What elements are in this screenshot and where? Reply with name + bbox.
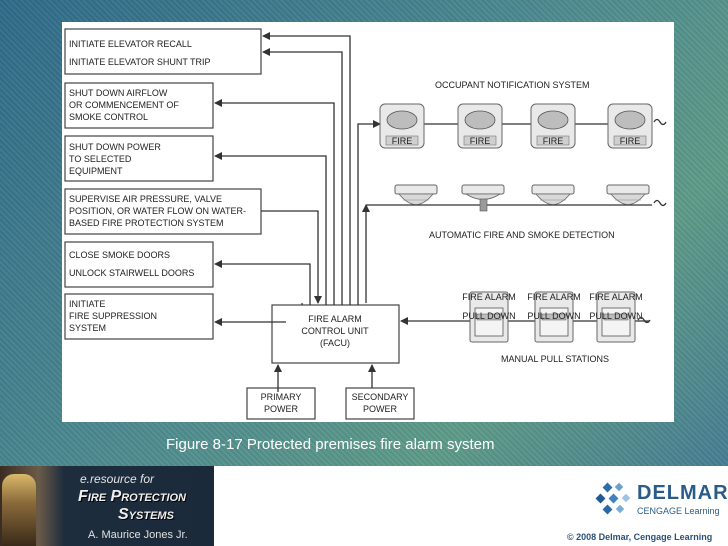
output-box-suppression-line-3: SYSTEM <box>69 323 106 333</box>
slide-footer: e.resource for Fire Protection Systems A… <box>0 466 728 546</box>
secondary-power-line-2: POWER <box>363 404 398 414</box>
output-box-doors: CLOSE SMOKE DOORS UNLOCK STAIRWELL DOORS <box>64 241 214 288</box>
detection-wire-break <box>653 199 667 207</box>
output-box-doors-line-2: UNLOCK STAIRWELL DOORS <box>69 268 194 278</box>
output-box-supervise-line-3: BASED FIRE PROTECTION SYSTEM <box>69 218 224 228</box>
output-box-elevator-line-1: INITIATE ELEVATOR RECALL <box>69 39 192 49</box>
horn-strobe-4: FIRE <box>607 103 653 149</box>
book-author: A. Maurice Jones Jr. <box>88 529 188 541</box>
book-cover-banner: e.resource for Fire Protection Systems A… <box>0 466 214 546</box>
heat-detector <box>461 184 505 212</box>
horn-strobe-1-label: FIRE <box>392 136 413 146</box>
output-box-supervise: SUPERVISE AIR PRESSURE, VALVE POSITION, … <box>64 188 262 235</box>
output-box-power: SHUT DOWN POWER TO SELECTED EQUIPMENT <box>64 135 214 182</box>
output-box-airflow: SHUT DOWN AIRFLOW OR COMMENCEMENT OF SMO… <box>64 82 214 129</box>
secondary-power-box: SECONDARY POWER <box>345 387 415 420</box>
output-box-suppression-line-2: FIRE SUPPRESSION <box>69 311 157 321</box>
pull-stations: FIRE ALARM PULL DOWN FIRE ALARM PULL DOW… <box>462 291 651 343</box>
book-eresource-label: e.resource for <box>80 472 155 486</box>
pull-station-2-top: FIRE ALARM <box>527 292 581 302</box>
fire-alarm-system-diagram: INITIATE ELEVATOR RECALL INITIATE ELEVAT… <box>64 28 667 420</box>
horn-strobe-3: FIRE <box>530 103 576 149</box>
output-box-airflow-line-1: SHUT DOWN AIRFLOW <box>69 88 168 98</box>
book-title-line-2: Systems <box>118 506 174 523</box>
output-box-doors-line-1: CLOSE SMOKE DOORS <box>69 250 170 260</box>
notification-wire-break <box>653 118 667 126</box>
publisher-name: DELMAR <box>637 482 728 504</box>
firefighter-image <box>2 474 36 546</box>
facu-box: FIRE ALARM CONTROL UNIT (FACU) <box>271 304 400 364</box>
pull-station-2-bar: PULL DOWN <box>527 311 580 321</box>
output-box-suppression: INITIATE FIRE SUPPRESSION SYSTEM <box>64 293 214 340</box>
pull-station-3: FIRE ALARM PULL DOWN <box>589 291 643 343</box>
pull-station-1: FIRE ALARM PULL DOWN <box>462 291 516 343</box>
horn-strobe-4-label: FIRE <box>620 136 641 146</box>
output-box-elevator-line-2: INITIATE ELEVATOR SHUNT TRIP <box>69 57 211 67</box>
output-box-power-line-3: EQUIPMENT <box>69 166 123 176</box>
facu-line-1: FIRE ALARM <box>308 314 362 324</box>
output-box-power-line-2: TO SELECTED <box>69 154 132 164</box>
figure-caption: Figure 8-17 Protected premises fire alar… <box>166 436 495 453</box>
pull-stations-label: MANUAL PULL STATIONS <box>501 354 609 364</box>
pull-station-3-bar: PULL DOWN <box>589 311 642 321</box>
secondary-power-line-1: SECONDARY <box>352 392 409 402</box>
output-box-supervise-line-1: SUPERVISE AIR PRESSURE, VALVE <box>69 194 222 204</box>
smoke-detector-1 <box>394 184 438 205</box>
output-box-airflow-line-3: SMOKE CONTROL <box>69 112 148 122</box>
output-box-elevator: INITIATE ELEVATOR RECALL INITIATE ELEVAT… <box>64 28 262 75</box>
pull-station-1-bar: PULL DOWN <box>462 311 515 321</box>
output-box-suppression-line-1: INITIATE <box>69 299 105 309</box>
primary-power-box: PRIMARY POWER <box>246 387 316 420</box>
smoke-detector-2 <box>531 184 575 205</box>
facu-line-3: (FACU) <box>320 338 350 348</box>
pull-station-3-top: FIRE ALARM <box>589 292 643 302</box>
horn-strobe-1: FIRE <box>379 103 425 149</box>
primary-power-line-2: POWER <box>264 404 299 414</box>
pull-wire-break <box>637 316 651 324</box>
notification-devices: FIRE FIRE FIRE FIRE <box>379 103 667 149</box>
output-box-supervise-line-2: POSITION, OR WATER FLOW ON WATER- <box>69 206 246 216</box>
smoke-detector-3 <box>606 184 650 205</box>
horn-strobe-3-label: FIRE <box>543 136 564 146</box>
primary-power-line-1: PRIMARY <box>261 392 302 402</box>
output-box-airflow-line-2: OR COMMENCEMENT OF <box>69 100 179 110</box>
horn-strobe-2-label: FIRE <box>470 136 491 146</box>
copyright-notice: © 2008 Delmar, Cengage Learning <box>567 532 713 542</box>
horn-strobe-2: FIRE <box>457 103 503 149</box>
pull-station-1-top: FIRE ALARM <box>462 292 516 302</box>
output-box-power-line-1: SHUT DOWN POWER <box>69 142 161 152</box>
publisher-subtitle: CENGAGE Learning <box>637 506 720 516</box>
delmar-logo-icon <box>595 482 631 515</box>
diagram-panel: INITIATE ELEVATOR RECALL INITIATE ELEVAT… <box>62 22 674 422</box>
notification-label: OCCUPANT NOTIFICATION SYSTEM <box>435 80 590 90</box>
book-title-line-1: Fire Protection <box>78 488 187 505</box>
smoke-detectors <box>394 184 667 212</box>
detection-label: AUTOMATIC FIRE AND SMOKE DETECTION <box>429 230 615 240</box>
pull-station-2: FIRE ALARM PULL DOWN <box>527 291 581 343</box>
facu-line-2: CONTROL UNIT <box>301 326 369 336</box>
